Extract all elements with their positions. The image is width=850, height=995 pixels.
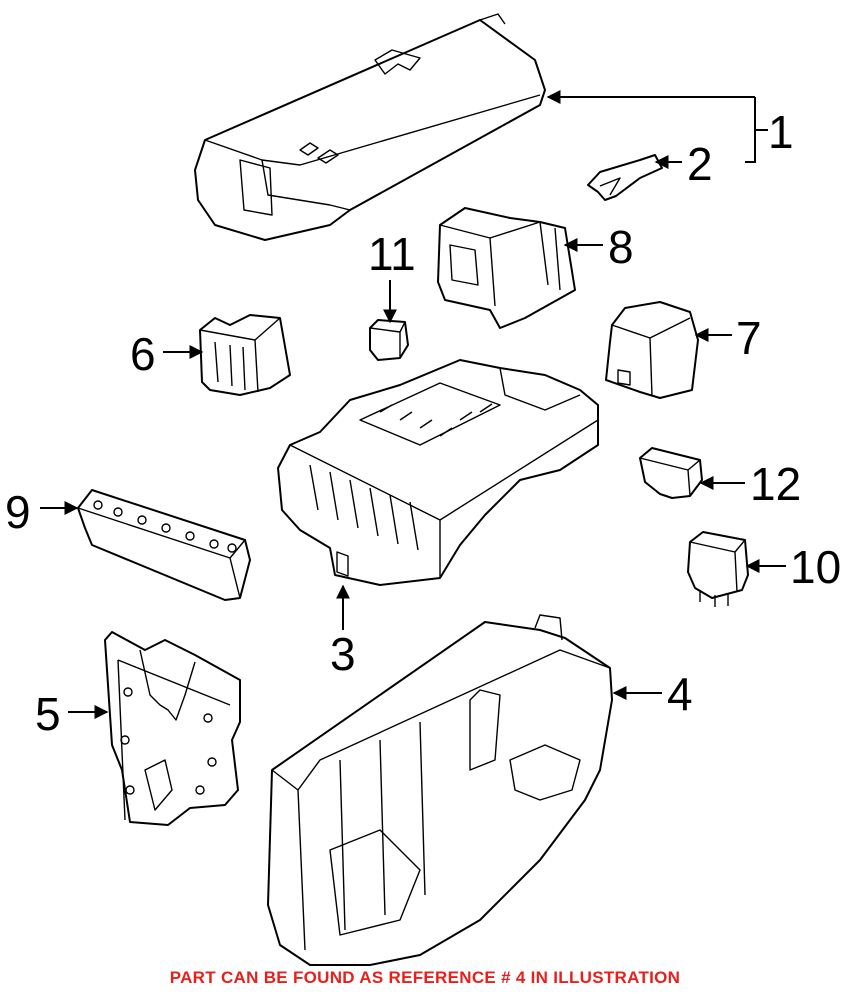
callout-numbers: 1 2 8 11 6 7 12 10 9 3 4 5 <box>5 106 841 740</box>
callout-10: 10 <box>790 541 841 593</box>
leader-1-bracket <box>745 97 768 163</box>
part-9-fuse-strip <box>77 489 251 601</box>
part-12-blade-fuse <box>639 447 703 499</box>
callout-7: 7 <box>736 312 762 364</box>
part-5-mounting-bracket <box>104 631 241 826</box>
part-7-fuse-block <box>605 301 699 399</box>
part-3-fuse-box-body <box>277 359 599 586</box>
callout-12: 12 <box>750 458 801 510</box>
part-1-cover <box>194 13 546 241</box>
part-8-relay <box>437 207 576 329</box>
callout-8: 8 <box>608 221 634 273</box>
reference-note: PART CAN BE FOUND AS REFERENCE # 4 IN IL… <box>169 968 681 987</box>
callout-9: 9 <box>5 486 31 538</box>
callout-2: 2 <box>687 138 713 190</box>
callout-4: 4 <box>667 668 693 720</box>
leader-lines <box>40 90 786 719</box>
callout-5: 5 <box>35 688 61 740</box>
part-10-mini-relay <box>687 531 749 607</box>
callout-3: 3 <box>330 628 356 680</box>
callout-1: 1 <box>768 106 794 158</box>
part-11-fuse <box>369 319 409 361</box>
callout-11: 11 <box>368 228 416 280</box>
part-6-connector-housing <box>199 314 291 396</box>
part-2-clip <box>587 154 663 201</box>
part-4-lower-housing <box>267 614 613 966</box>
callout-6: 6 <box>130 328 156 380</box>
